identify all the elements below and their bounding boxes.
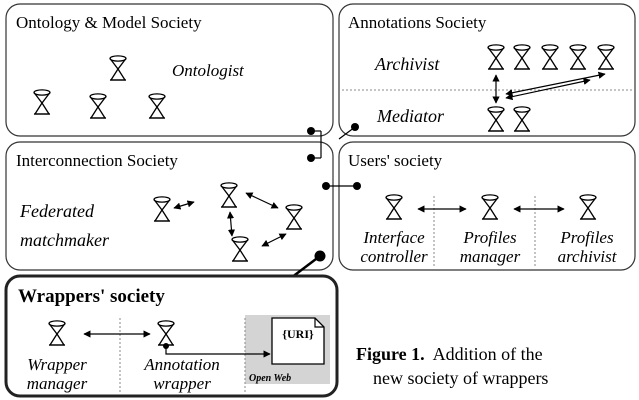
annotations-society-title: Annotations Society bbox=[348, 13, 487, 32]
matchmaker-link bbox=[226, 211, 236, 237]
profiles-manager-label-line1: Profiles bbox=[462, 228, 517, 247]
ontology-society-title: Ontology & Model Society bbox=[16, 13, 202, 32]
connector-dot bbox=[314, 250, 326, 262]
matchmaker-link bbox=[173, 200, 195, 210]
interface-controller-label-line1: Interface bbox=[362, 228, 425, 247]
connector-dot bbox=[307, 127, 315, 135]
caption-label: Figure 1. bbox=[356, 344, 425, 364]
ontology-society-box bbox=[5, 3, 334, 137]
connector-dot bbox=[322, 182, 330, 190]
federated-matchmaker-label-line1: Federated bbox=[19, 201, 95, 221]
uri-document-icon bbox=[271, 317, 325, 365]
ontologist-label: Ontologist bbox=[172, 61, 245, 80]
connector-dot bbox=[351, 123, 359, 131]
wrapper-manager-label-line2: manager bbox=[27, 374, 88, 393]
annotation-wrapper-label-line1: Annotation bbox=[143, 355, 220, 374]
matchmaker-link bbox=[245, 192, 279, 209]
mediator-label: Mediator bbox=[376, 106, 445, 126]
profiles-archivist-label-line1: Profiles bbox=[559, 228, 614, 247]
connector-dot bbox=[353, 182, 361, 190]
connector-dot bbox=[163, 343, 169, 349]
interconnection-society-box bbox=[5, 141, 334, 271]
caption-line1: Figure 1. Addition of the bbox=[356, 344, 543, 364]
connector-dot bbox=[307, 154, 315, 162]
matchmaker-link bbox=[261, 233, 287, 247]
caption-line2: new society of wrappers bbox=[373, 368, 548, 388]
archivist-label: Archivist bbox=[374, 54, 440, 74]
annotations-society-box bbox=[338, 3, 636, 137]
profiles-archivist-label-line2: archivist bbox=[558, 247, 618, 266]
wrappers-society-title: Wrappers' society bbox=[18, 286, 165, 307]
profiles-manager-label-line2: manager bbox=[460, 247, 521, 266]
figure-caption: Figure 1. Addition of the new society of… bbox=[356, 344, 548, 388]
annotations-society: Annotations Society Archivist Mediator bbox=[338, 3, 636, 137]
users-society-box bbox=[338, 141, 636, 271]
interconnection-society-title: Interconnection Society bbox=[16, 151, 178, 170]
annotation-wrapper-label-line2: wrapper bbox=[153, 374, 211, 393]
uri-label: {URI} bbox=[282, 327, 314, 341]
interface-controller-label-line2: controller bbox=[360, 247, 428, 266]
users-society-title: Users' society bbox=[348, 151, 443, 170]
ontology-society: Ontology & Model Society Ontologist bbox=[5, 3, 334, 137]
federated-matchmaker-label-line2: matchmaker bbox=[20, 230, 110, 250]
interconnection-society: Interconnection Society Federated matchm… bbox=[5, 141, 334, 271]
wrapper-manager-label-line1: Wrapper bbox=[27, 355, 87, 374]
archivist-mediator-link bbox=[505, 77, 591, 101]
users-society: Users' society Interface controller Prof… bbox=[338, 141, 636, 271]
wrappers-society: Wrappers' society {URI} Open Web Wrapper… bbox=[4, 274, 339, 398]
open-web-label: Open Web bbox=[249, 373, 291, 384]
caption-text: Addition of the bbox=[425, 344, 543, 364]
